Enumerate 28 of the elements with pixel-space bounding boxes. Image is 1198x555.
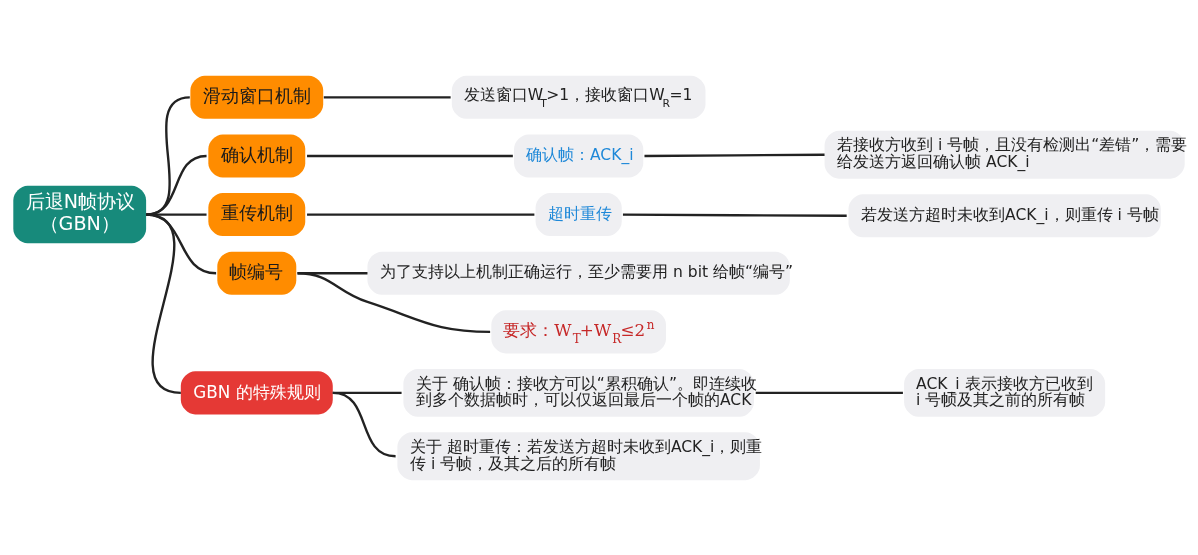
connector: [307, 212, 535, 216]
connector: [145, 212, 182, 394]
node-box: 帧编号: [217, 251, 297, 295]
node-box: ACK_i 表示接收方已收到 i 号帧及其之前的所有帧: [904, 368, 1106, 417]
node-box: 关于 超时重传：若发送方超时未收到ACK_i，则重传 i 号帧，及其之后的所有帧: [397, 431, 760, 480]
connector: [145, 212, 217, 274]
node-box: 重传机制: [208, 192, 306, 236]
connector: [146, 212, 207, 216]
node-box: 若接收方收到 i 号帧，且没有检测出“差错”，需要给发送方返回确认帧 ACK_i: [824, 130, 1185, 179]
node-box: GBN 的特殊规则: [180, 370, 333, 414]
connector: [332, 391, 396, 457]
connector: [644, 153, 825, 157]
node-box: 确认机制: [208, 133, 306, 177]
connector: [297, 271, 491, 333]
node-box: 后退N帧协议（GBN）: [13, 185, 147, 243]
connector: [323, 95, 451, 98]
node-box: 关于 确认帧：接收方可以“累积确认”。即连续收到多个数据帧时，可以仅返回最后一个帧的ACK: [403, 368, 754, 417]
node-box: 确认帧：ACK_i: [514, 133, 644, 177]
node-box: 滑动窗口机制: [190, 75, 324, 119]
node-box: 发送窗口W$_{T}$>1，接收窗口W$_{R}$=1: [451, 75, 706, 119]
node-box: 超时重传: [535, 192, 622, 236]
connector: [755, 391, 903, 394]
connector: [145, 154, 207, 216]
connector: [307, 154, 513, 157]
node-box: 若发送方超时未收到ACK_i，则重传 i 号帧: [848, 193, 1161, 237]
node-box: 为了支持以上机制正确运行，至少需要用 n bit 给帧“编号”: [367, 251, 790, 295]
connector: [622, 212, 847, 217]
node-box: 要求：W$_{T}$+W$_{R}$≤2$^{n}$: [491, 309, 666, 353]
